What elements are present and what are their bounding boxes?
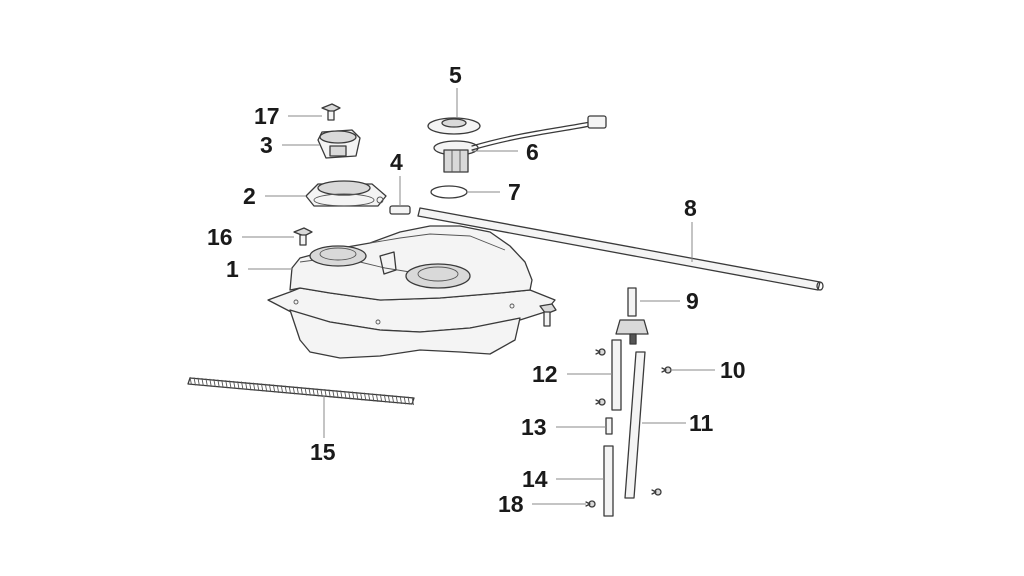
callout-18: 18 [498,491,524,517]
clamp-icon [661,366,672,374]
callout-14: 14 [522,466,548,492]
filler-ring-part [305,180,387,207]
callout-9: 9 [686,288,699,314]
callout-7: 7 [508,179,521,205]
clamp-icon [651,488,662,496]
spring-part [187,376,415,406]
callout-4: 4 [390,149,403,175]
callout-16: 16 [207,224,233,250]
callout-17: 17 [254,103,280,129]
callout-10: 10 [720,357,746,383]
callout-12: 12 [532,361,558,387]
callout-5: 5 [449,62,462,88]
long-rod-part [417,207,824,291]
fuel-tank-part [267,225,557,359]
callout-labels: 1 2 3 4 5 6 7 8 9 10 11 12 13 14 15 16 1… [207,62,746,517]
hose-14-part [603,445,614,517]
screw-17-part [321,103,341,121]
bolt-16-part [293,227,313,246]
clamp-icons [585,348,672,508]
connector-part [389,205,411,215]
filler-cap-part [317,129,361,159]
callout-2: 2 [243,183,256,209]
callout-3: 3 [260,132,273,158]
callout-15: 15 [310,439,336,465]
hose-12-part [611,339,622,411]
clamp-icon [595,398,606,406]
callout-13: 13 [521,414,547,440]
leader-lines [242,88,715,505]
tank-bolt-icon [539,303,557,327]
o-ring-part [430,185,468,199]
fuel-pump-part [433,115,607,173]
clamp-icon [585,500,596,508]
tube-13-part [605,417,613,435]
callout-11: 11 [689,410,714,436]
callout-8: 8 [684,195,697,221]
pump-cover-part [427,117,481,135]
callout-1: 1 [226,256,239,282]
callout-6: 6 [526,139,539,165]
hose-11-part [624,351,646,499]
valve-part [615,287,649,345]
clamp-icon [595,348,606,356]
